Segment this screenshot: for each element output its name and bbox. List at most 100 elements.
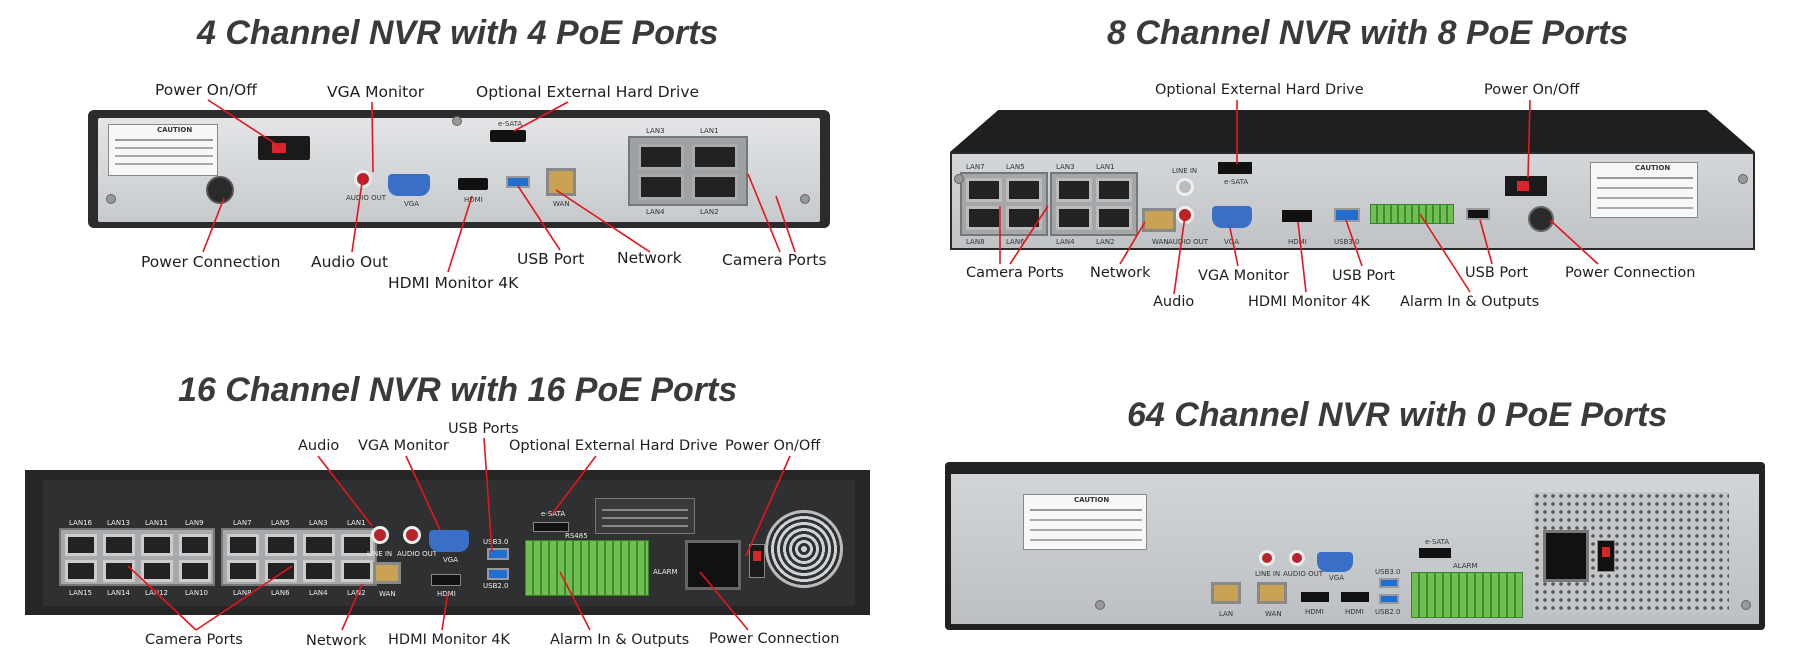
- hdmi-print: HDMI: [437, 590, 456, 598]
- lan-port[interactable]: [966, 178, 1002, 202]
- power-switch[interactable]: [1597, 540, 1615, 572]
- lan-port[interactable]: [1056, 178, 1092, 202]
- wan-port[interactable]: [373, 562, 401, 584]
- label-power-connection: Power Connection: [141, 253, 281, 271]
- power-switch[interactable]: [1505, 176, 1547, 196]
- nvr-8ch: LAN7 LAN5 LAN3 LAN1 LAN8 LAN6 LAN4 LAN2 …: [950, 110, 1755, 250]
- lan-port[interactable]: [1006, 206, 1042, 230]
- line-in-jack[interactable]: [1259, 550, 1275, 566]
- esata-port[interactable]: [1419, 548, 1451, 558]
- wan-port[interactable]: [1257, 582, 1287, 604]
- line-in-print: LINE IN: [367, 550, 393, 558]
- usb3-port[interactable]: [1379, 578, 1399, 588]
- power-connector[interactable]: [685, 540, 741, 590]
- lan-port[interactable]: [227, 560, 259, 582]
- esata-port[interactable]: [533, 522, 569, 532]
- hdmi-print: HDMI: [1288, 238, 1307, 246]
- vga-port[interactable]: [429, 530, 469, 552]
- usb2-port[interactable]: [1466, 208, 1490, 220]
- lan-port[interactable]: [1096, 206, 1132, 230]
- vga-port[interactable]: [388, 174, 430, 196]
- usb2-port[interactable]: [487, 568, 509, 580]
- wan-print: WAN: [553, 200, 570, 208]
- vga-port[interactable]: [1317, 552, 1353, 572]
- audio-out-jack[interactable]: [1176, 206, 1194, 224]
- power-connector[interactable]: [1543, 530, 1589, 582]
- lan-port[interactable]: [65, 534, 97, 556]
- ch4-title: 4 Channel NVR with 4 PoE Ports: [197, 14, 719, 52]
- lan-port[interactable]: [179, 534, 211, 556]
- power-connector[interactable]: [206, 176, 234, 204]
- hdmi-port-1[interactable]: [1301, 592, 1329, 602]
- lan-port[interactable]: [1096, 178, 1132, 202]
- esata-port[interactable]: [490, 130, 526, 142]
- esata-port[interactable]: [1218, 162, 1252, 174]
- esata-print: e-SATA: [498, 120, 523, 128]
- lan9-print: LAN9: [185, 519, 204, 527]
- alarm-terminal[interactable]: [525, 540, 649, 596]
- lan-port[interactable]: [692, 174, 738, 200]
- alarm-terminal[interactable]: [1370, 204, 1454, 224]
- lan4-print: LAN4: [1056, 238, 1075, 246]
- lan-port[interactable]: [341, 560, 373, 582]
- lan-port[interactable]: [692, 144, 738, 170]
- audio-out-jack[interactable]: [403, 526, 421, 544]
- usb3-port[interactable]: [487, 548, 509, 560]
- vga-print: VGA: [1224, 238, 1240, 246]
- lan-port[interactable]: [227, 534, 259, 556]
- vga-port[interactable]: [1212, 206, 1252, 228]
- label-ext-hdd: Optional External Hard Drive: [476, 83, 700, 101]
- caution-label: CAUTION: [1590, 162, 1698, 218]
- lan-port[interactable]: [141, 560, 173, 582]
- lan-port[interactable]: [966, 206, 1002, 230]
- alarm-print: ALARM: [1453, 562, 1478, 570]
- audio-out-print: AUDIO OUT: [346, 194, 387, 202]
- lan-port[interactable]: [638, 144, 684, 170]
- power-switch[interactable]: [258, 136, 310, 160]
- lan5-print: LAN5: [1006, 163, 1025, 171]
- lan1-print: LAN1: [700, 127, 719, 135]
- wan-port[interactable]: [1142, 208, 1176, 232]
- lan-port[interactable]: [103, 560, 135, 582]
- label-camera-ports: Camera Ports: [145, 632, 243, 648]
- lan-port[interactable]: [341, 534, 373, 556]
- label-hdmi: HDMI Monitor 4K: [388, 274, 519, 292]
- lan-port[interactable]: [1211, 582, 1241, 604]
- hdmi-port[interactable]: [458, 178, 488, 190]
- power-switch[interactable]: [749, 544, 765, 578]
- usb2-port[interactable]: [1379, 594, 1399, 604]
- lan14-print: LAN14: [107, 589, 130, 597]
- label-usb: USB Port: [517, 250, 585, 268]
- lan3-print: LAN3: [1056, 163, 1075, 171]
- power-connector[interactable]: [1528, 206, 1554, 232]
- label-power-onoff: Power On/Off: [725, 438, 821, 454]
- usb30-print: USB3.0: [483, 538, 509, 546]
- lan-port[interactable]: [303, 534, 335, 556]
- lan16-print: LAN16: [69, 519, 92, 527]
- lan-port[interactable]: [265, 560, 297, 582]
- line-in-jack[interactable]: [371, 526, 389, 544]
- hdmi-port[interactable]: [431, 574, 461, 586]
- audio-out-jack[interactable]: [354, 170, 372, 188]
- lan-port[interactable]: [179, 560, 211, 582]
- lan-port[interactable]: [303, 560, 335, 582]
- lan-port[interactable]: [1006, 178, 1042, 202]
- wan-print: WAN: [379, 590, 396, 598]
- lan-port[interactable]: [65, 560, 97, 582]
- alarm-terminal[interactable]: [1411, 572, 1523, 618]
- audio-out-jack[interactable]: [1289, 550, 1305, 566]
- lan-port[interactable]: [141, 534, 173, 556]
- lan-port[interactable]: [638, 174, 684, 200]
- lan-port[interactable]: [1056, 206, 1092, 230]
- lan-port[interactable]: [265, 534, 297, 556]
- label-network: Network: [1090, 265, 1151, 281]
- wan-port[interactable]: [546, 168, 576, 196]
- audio-out-print: AUDIO OUT: [397, 550, 438, 558]
- usb-port[interactable]: [506, 176, 530, 188]
- line-in-jack[interactable]: [1176, 178, 1194, 196]
- lan-port[interactable]: [103, 534, 135, 556]
- hdmi-port[interactable]: [1282, 210, 1312, 222]
- usb3-port[interactable]: [1334, 208, 1360, 222]
- hdmi-port-2[interactable]: [1341, 592, 1369, 602]
- lan-block: [628, 136, 748, 206]
